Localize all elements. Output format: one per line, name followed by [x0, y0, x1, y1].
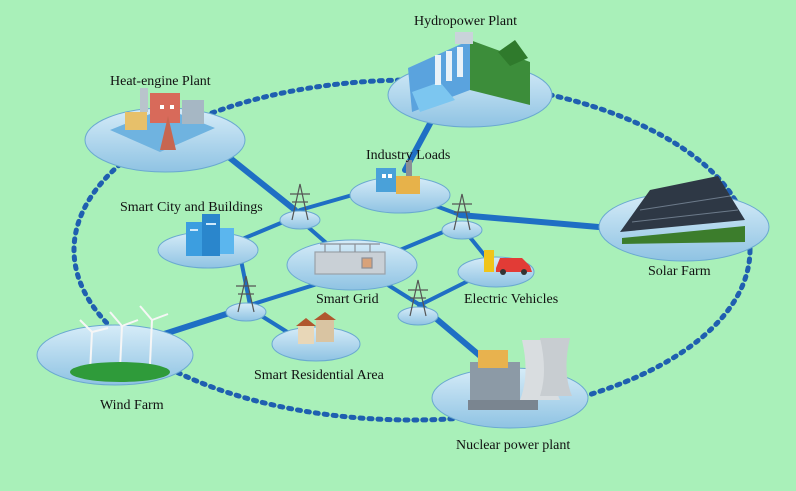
electric-car-icon: [484, 250, 532, 275]
wind-turbine-icon: [70, 305, 170, 382]
wind-label: Wind Farm: [100, 398, 164, 413]
nuclear-plant-icon: [468, 338, 572, 410]
solar-label: Solar Farm: [648, 264, 711, 279]
link-pylon-solar: [457, 212, 613, 231]
transmission-tower-icon: [236, 275, 256, 313]
pylon-platform-1: [279, 210, 321, 230]
city-label: Smart City and Buildings: [120, 200, 263, 215]
pylon-platform-2: [441, 220, 483, 240]
residential-label: Smart Residential Area: [254, 368, 384, 383]
grid-label: Smart Grid: [316, 292, 379, 307]
link-heat-pylon: [217, 147, 298, 213]
pylon-platform-4: [397, 306, 439, 326]
hydropower-dam-icon: [408, 32, 530, 112]
hydro-label: Hydropower Plant: [414, 14, 518, 29]
heat-label: Heat-engine Plant: [110, 74, 211, 89]
industry-building-icon: [376, 160, 420, 194]
transmission-tower-icon: [452, 193, 472, 231]
link-pylon-ev2: [418, 278, 472, 307]
transmission-tower-icon: [290, 183, 310, 221]
nuclear-label: Nuclear power plant: [456, 438, 571, 453]
skyscraper-icon: [186, 214, 234, 256]
factory-plant-icon: [110, 88, 215, 152]
industry-label: Industry Loads: [366, 148, 451, 163]
solar-panel-icon: [620, 176, 745, 244]
residential-houses-icon: [296, 312, 336, 344]
substation-icon: [314, 243, 386, 275]
pylon-platform-3: [225, 302, 267, 322]
transmission-tower-icon: [408, 279, 428, 317]
ev-label: Electric Vehicles: [464, 292, 559, 307]
